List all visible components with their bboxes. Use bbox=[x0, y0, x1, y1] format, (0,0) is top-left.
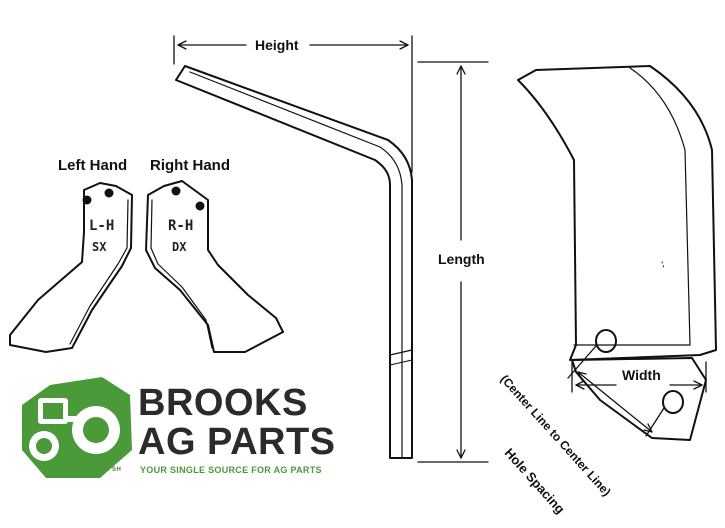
logo-sh-mark: SH bbox=[112, 467, 122, 473]
width-label: Width bbox=[622, 367, 661, 383]
right-hand-label: Right Hand bbox=[150, 157, 230, 174]
brooks-logo-mark bbox=[22, 377, 132, 478]
length-label: Length bbox=[438, 251, 485, 267]
logo-line2: AG PARTS bbox=[138, 421, 336, 463]
width-dimension bbox=[571, 361, 707, 393]
right-hand-blade bbox=[145, 180, 284, 353]
height-dimension bbox=[173, 35, 413, 173]
side-profile-blade bbox=[175, 65, 413, 459]
front-view-blade bbox=[517, 65, 717, 441]
left-sub-stamp: SX bbox=[92, 240, 107, 254]
logo-line1: BROOKS bbox=[138, 382, 308, 424]
right-code-stamp: R-H bbox=[168, 218, 194, 234]
length-dimension bbox=[417, 61, 489, 463]
left-hand-label: Left Hand bbox=[58, 157, 128, 174]
hole-spacing-dimension bbox=[567, 345, 665, 437]
right-sub-stamp: DX bbox=[172, 240, 187, 254]
logo-tagline: YOUR SINGLE SOURCE FOR AG PARTS bbox=[140, 465, 322, 475]
height-label: Height bbox=[255, 37, 299, 53]
left-hand-blade bbox=[9, 182, 133, 353]
guide-dots bbox=[661, 261, 665, 269]
left-code-stamp: L-H bbox=[89, 218, 115, 234]
